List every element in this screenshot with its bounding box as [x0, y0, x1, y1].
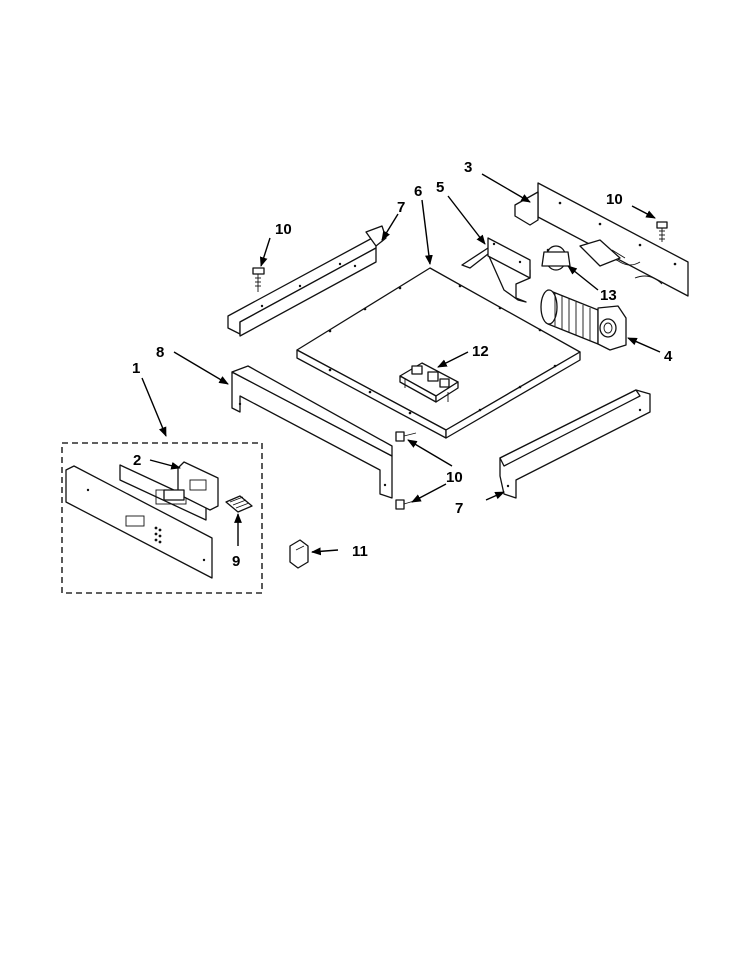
control-panel-assembly-box — [61, 442, 263, 594]
callout-10-center: 10 — [446, 469, 463, 486]
callout-11: 11 — [352, 543, 368, 560]
callout-10-top-left: 10 — [275, 221, 292, 238]
callout-12: 12 — [472, 343, 489, 360]
bracket-part-5 — [461, 237, 531, 303]
control-module-part-12 — [399, 362, 459, 403]
leader-lines — [141, 173, 661, 556]
front-rail-part-8 — [231, 365, 393, 499]
callout-3: 3 — [464, 159, 472, 176]
control-board-part-2 — [163, 461, 219, 511]
base-panel-part-6 — [296, 267, 581, 439]
side-rail-part-7-top — [227, 225, 387, 337]
callout-1: 1 — [132, 360, 140, 377]
callout-6: 6 — [414, 183, 422, 200]
callout-8: 8 — [156, 344, 164, 361]
callout-7-top: 7 — [397, 199, 405, 216]
callout-2: 2 — [133, 452, 141, 469]
rear-bracket-part-3 — [514, 182, 689, 297]
callout-4: 4 — [664, 348, 673, 365]
callout-5: 5 — [436, 179, 444, 196]
blower-motor-part-4 — [540, 289, 627, 351]
sensor-part-13 — [541, 245, 571, 271]
switch-part-11 — [289, 539, 309, 569]
callout-10-top-right: 10 — [606, 191, 623, 208]
screw-part-10-center-upper — [395, 431, 417, 442]
screw-part-10-top-right — [656, 221, 668, 242]
screw-part-10-top-left — [252, 267, 265, 292]
keypad-part-9 — [225, 495, 253, 513]
callout-7-bottom: 7 — [455, 500, 463, 517]
side-rail-part-7-bottom — [499, 389, 651, 499]
screw-part-10-center-lower — [395, 499, 415, 510]
callout-13: 13 — [600, 287, 617, 304]
callout-9: 9 — [232, 553, 240, 570]
